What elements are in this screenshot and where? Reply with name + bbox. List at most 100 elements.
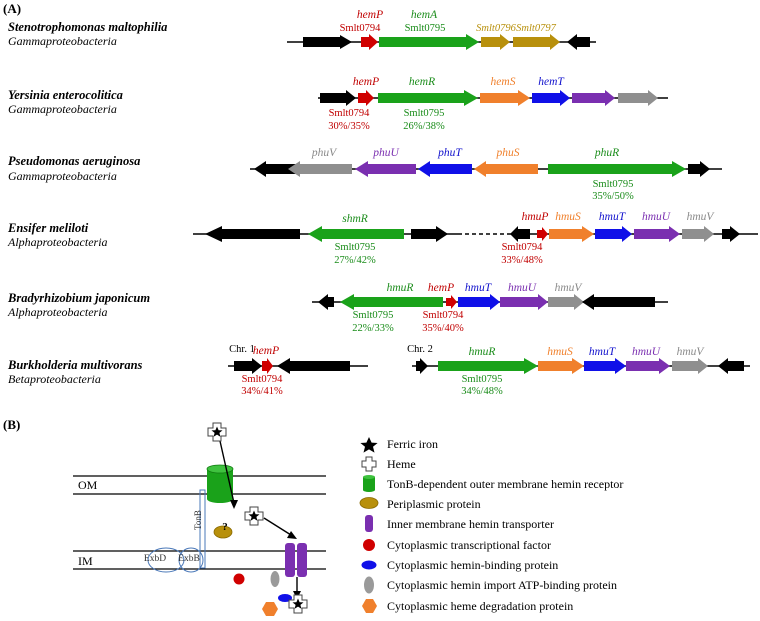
smlt-label: Smlt0794 bbox=[502, 242, 544, 253]
gene-label-hemp: hemP bbox=[253, 345, 279, 357]
smlt-label: Smlt0794 bbox=[242, 374, 284, 385]
smlt-label: Smlt0794 bbox=[329, 108, 371, 119]
gray-ellipse-icon bbox=[364, 576, 374, 594]
gene-arrow bbox=[205, 226, 300, 242]
organism-class: Gammaproteobacteria bbox=[8, 169, 117, 183]
gene-arrow-hemp bbox=[358, 90, 374, 106]
identity-percent: 22%/33% bbox=[352, 323, 394, 334]
legend-label: Heme bbox=[387, 457, 416, 471]
smlt-label: Smlt0796 bbox=[476, 23, 516, 34]
gene-row-burkholderia bbox=[228, 358, 750, 374]
exbb-label: ExbB bbox=[178, 554, 200, 564]
identity-percent: 30%/35% bbox=[328, 121, 370, 132]
organism-name: Yersinia enterocolitica bbox=[8, 88, 123, 102]
gene-label-hmuv: hmuV bbox=[687, 211, 716, 223]
organism-class: Gammaproteobacteria bbox=[8, 34, 117, 48]
gene-label-hmuu: hmuU bbox=[642, 211, 671, 223]
organism-class: Alphaproteobacteria bbox=[7, 305, 108, 319]
gene-arrow bbox=[510, 226, 530, 242]
tonb-protein bbox=[199, 489, 206, 569]
legend-label: Cytoplasmic hemin-binding protein bbox=[387, 558, 558, 572]
gene-arrow bbox=[320, 90, 356, 106]
transport-arrows bbox=[219, 440, 301, 599]
gene-arrow-hmut bbox=[595, 226, 632, 242]
identity-percent: 34%/41% bbox=[241, 386, 283, 397]
organism-class: Gammaproteobacteria bbox=[8, 102, 117, 116]
gene-arrow bbox=[688, 161, 710, 177]
gene-row-yersinia bbox=[318, 90, 668, 106]
gene-arrow-phut bbox=[418, 161, 472, 177]
gene-arrow bbox=[572, 90, 615, 106]
gene-row-stenotrophomonas bbox=[287, 34, 596, 50]
chromosome-label: Chr. 2 bbox=[407, 344, 433, 355]
atp-binding-protein bbox=[270, 571, 280, 587]
red-circle-icon bbox=[363, 539, 375, 551]
heme-iron-icon bbox=[207, 422, 227, 442]
organism-name: Ensifer meliloti bbox=[7, 221, 89, 235]
gene-arrow-hmus bbox=[549, 226, 594, 242]
gene-arrow bbox=[582, 294, 655, 310]
gene-label-phur: phuR bbox=[594, 147, 619, 159]
gene-arrow bbox=[416, 358, 428, 374]
gene-arrow bbox=[318, 294, 334, 310]
gene-arrow-hems bbox=[480, 90, 530, 106]
gene-label-hmuu: hmuU bbox=[508, 282, 537, 294]
smlt-label: Smlt0794 bbox=[340, 23, 382, 34]
exbb-protein bbox=[178, 547, 204, 573]
legend-label: Cytoplasmic transcriptional factor bbox=[387, 538, 551, 552]
gene-arrow bbox=[234, 358, 262, 374]
panel-b-label: (B) bbox=[3, 417, 20, 432]
gene-label-phus: phuS bbox=[496, 147, 520, 159]
gene-arrow-hemr bbox=[378, 90, 478, 106]
gene-label-hemp: hemP bbox=[428, 282, 454, 294]
gene-label-hemr: hemR bbox=[409, 76, 435, 88]
heme-cross-icon bbox=[361, 456, 377, 472]
organism-name: Burkholderia multivorans bbox=[7, 358, 143, 372]
om-label: OM bbox=[78, 478, 98, 492]
gene-label-shmr: shmR bbox=[342, 213, 368, 225]
heme-degradation-protein bbox=[262, 602, 278, 616]
gene-arrow-hmup bbox=[537, 227, 548, 241]
smlt-label: Smlt0795 bbox=[404, 108, 445, 119]
gene-label-hmur: hmuR bbox=[387, 282, 414, 294]
gene-label-hema: hemA bbox=[411, 9, 438, 21]
gene-arrow-hmur bbox=[340, 294, 443, 310]
chromosome-label: Chr. 1 bbox=[229, 344, 255, 355]
smlt-label: Smlt0794 bbox=[423, 310, 465, 321]
gene-arrow-hmuv bbox=[672, 358, 708, 374]
purple-bar-icon bbox=[365, 515, 373, 532]
orange-hexagon-icon bbox=[362, 599, 377, 613]
gene-label-phuv: phuV bbox=[311, 147, 338, 159]
identity-percent: 35%/40% bbox=[422, 323, 464, 334]
identity-percent: 33%/48% bbox=[501, 255, 543, 266]
im-label: IM bbox=[78, 554, 93, 568]
im-hemin-transporter bbox=[285, 543, 307, 577]
gene-arrow-hemp bbox=[446, 295, 457, 309]
panel-a-label: (A) bbox=[3, 1, 21, 16]
gene-arrow-hmuv bbox=[548, 294, 584, 310]
legend-label: Periplasmic protein bbox=[387, 497, 481, 511]
gene-label-hmut: hmuT bbox=[465, 282, 493, 294]
gene-arrow-hmur bbox=[438, 358, 538, 374]
organism-class: Alphaproteobacteria bbox=[7, 235, 108, 249]
identity-percent: 34%/48% bbox=[461, 386, 503, 397]
gene-arrow bbox=[303, 35, 352, 49]
organism-name: Bradyrhizobium japonicum bbox=[7, 291, 150, 305]
gene-arrow-smlt0796 bbox=[481, 34, 510, 50]
legend: Ferric iron Heme TonB-dependent outer me… bbox=[359, 437, 623, 613]
gene-label-hmus: hmuS bbox=[547, 346, 573, 358]
gene-arrow-smlt0797 bbox=[513, 34, 560, 50]
gene-arrow-hmuv bbox=[682, 226, 714, 242]
periplasmic-protein bbox=[213, 525, 233, 539]
gene-arrow bbox=[718, 358, 744, 374]
gene-arrow-phur bbox=[548, 161, 686, 177]
gene-arrow bbox=[722, 226, 740, 242]
gene-arrow-hmut bbox=[584, 358, 626, 374]
gene-row-bradyrhizobium bbox=[312, 294, 668, 310]
identity-percent: 27%/42% bbox=[334, 255, 376, 266]
smlt-label: Smlt0795 bbox=[593, 179, 634, 190]
identity-percent: 26%/38% bbox=[403, 121, 445, 132]
gene-label-hemt: hemT bbox=[538, 76, 565, 88]
gene-label-hmuu: hmuU bbox=[632, 346, 661, 358]
heme-iron-icon bbox=[244, 506, 264, 526]
